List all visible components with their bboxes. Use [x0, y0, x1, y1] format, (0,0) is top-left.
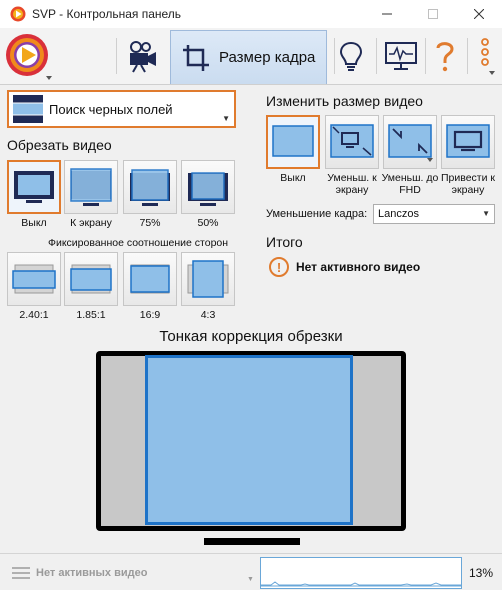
maximize-icon: [428, 9, 438, 19]
toolbar-separator: [467, 38, 468, 74]
help-icon: [436, 42, 454, 72]
cpu-graph: [260, 557, 462, 589]
toolbar-separator: [425, 38, 426, 74]
title-bar: SVP - Контрольная панель: [0, 0, 502, 28]
camera-icon: [130, 41, 156, 73]
svp-logo-icon: [6, 34, 52, 80]
lighting-button[interactable]: [331, 34, 371, 78]
app-icon: [10, 6, 26, 22]
aspect-240-icon: [12, 264, 56, 294]
toolbar-separator: [334, 38, 335, 74]
crop-section-title: Обрезать видео: [7, 137, 112, 153]
downscale-method-label: Уменьшение кадра:: [266, 208, 368, 220]
monitor-settings-button[interactable]: [381, 34, 421, 78]
minimize-button[interactable]: [364, 0, 410, 28]
cpu-graph-line: [261, 581, 461, 587]
fine-crop-title: Тонкая коррекция обрезки: [159, 328, 343, 345]
downscale-to-fhd-button[interactable]: [383, 115, 437, 169]
cpu-usage: 13%: [469, 566, 494, 580]
crop-off-button[interactable]: [7, 160, 61, 214]
chevron-down-icon[interactable]: ▼: [247, 576, 254, 583]
downscale-to-fhd-icon: [388, 124, 433, 162]
aspect-43-label: 4:3: [200, 309, 216, 321]
resize-off-label: Выкл: [280, 172, 306, 184]
downscale-to-screen-button[interactable]: [325, 115, 379, 169]
dropdown-arrow-icon: ▼: [222, 114, 230, 123]
downscale-to-fhd-label: Уменьш. до FHD: [381, 172, 439, 196]
crop-50-label: 50%: [197, 217, 219, 229]
crop-50-button[interactable]: [181, 160, 235, 214]
resize-section-title: Изменить размер видео: [266, 93, 423, 109]
svp-menu-button[interactable]: [4, 32, 54, 82]
downscale-method-select[interactable]: Lanczos ▼: [373, 204, 495, 224]
black-bars-dropdown[interactable]: Поиск черных полей ▼: [7, 90, 236, 128]
aspect-ratio-title: Фиксированное соотношение сторон: [48, 237, 229, 249]
crop-icon: [183, 44, 209, 71]
more-button[interactable]: [471, 34, 499, 78]
downscale-to-screen-label: Уменьш. к экрану: [327, 172, 377, 196]
aspect-240-label: 2.40:1: [19, 309, 49, 321]
tab-frame-size[interactable]: Размер кадра: [170, 30, 327, 84]
lightbulb-icon: [339, 41, 363, 71]
active-videos-status[interactable]: Нет активных видео: [36, 567, 148, 579]
black-bars-icon: [13, 95, 43, 123]
window-title: SVP - Контрольная панель: [32, 7, 182, 21]
minimize-icon: [382, 13, 392, 15]
chevron-down-icon: ▼: [482, 209, 490, 218]
close-icon: [474, 9, 484, 19]
tab-frame-size-label: Размер кадра: [219, 49, 316, 66]
toolbar-separator: [376, 38, 377, 74]
maximize-button[interactable]: [410, 0, 456, 28]
aspect-240-button[interactable]: [7, 252, 61, 306]
toolbar: Размер кадра: [0, 28, 502, 85]
monitor-icon: [385, 42, 417, 70]
aspect-169-icon: [130, 264, 170, 294]
warning-icon: !: [269, 257, 289, 277]
crop-frame-handle[interactable]: [145, 355, 353, 525]
menu-icon[interactable]: [12, 566, 30, 580]
crop-75-icon: [130, 169, 170, 206]
help-button[interactable]: [428, 34, 462, 78]
resize-off-icon: [272, 125, 314, 157]
summary-message: Нет активного видео: [296, 260, 421, 274]
downscale-method-value: Lanczos: [378, 208, 419, 220]
fit-to-screen-icon: [446, 124, 490, 158]
resize-off-button[interactable]: [266, 115, 320, 169]
downscale-to-screen-icon: [330, 124, 374, 158]
more-icon: [481, 38, 495, 75]
status-bar: Нет активных видео ▼ 13%: [0, 553, 502, 590]
aspect-185-icon: [70, 264, 112, 294]
crop-75-button[interactable]: [123, 160, 177, 214]
close-button[interactable]: [456, 0, 502, 28]
video-profile-button[interactable]: [122, 34, 162, 78]
crop-off-label: Выкл: [21, 217, 47, 229]
aspect-43-button[interactable]: [181, 252, 235, 306]
aspect-185-button[interactable]: [64, 252, 118, 306]
summary-status: ! Нет активного видео: [269, 257, 420, 277]
aspect-43-icon: [187, 260, 229, 298]
fit-to-screen-label: Привести к экрану: [441, 172, 495, 196]
fit-to-screen-button[interactable]: [441, 115, 495, 169]
crop-off-icon: [14, 171, 54, 203]
summary-title: Итого: [266, 234, 303, 250]
crop-to-screen-icon: [70, 168, 112, 206]
crop-to-screen-button[interactable]: [64, 160, 118, 214]
preview-stand: [204, 538, 300, 545]
crop-to-screen-label: К экрану: [70, 217, 112, 229]
black-bars-value: Поиск черных полей: [49, 101, 173, 117]
crop-75-label: 75%: [139, 217, 161, 229]
toolbar-separator: [116, 38, 117, 74]
aspect-185-label: 1.85:1: [76, 309, 106, 321]
aspect-169-label: 16:9: [139, 309, 161, 321]
crop-50-icon: [188, 172, 228, 206]
aspect-169-button[interactable]: [123, 252, 177, 306]
